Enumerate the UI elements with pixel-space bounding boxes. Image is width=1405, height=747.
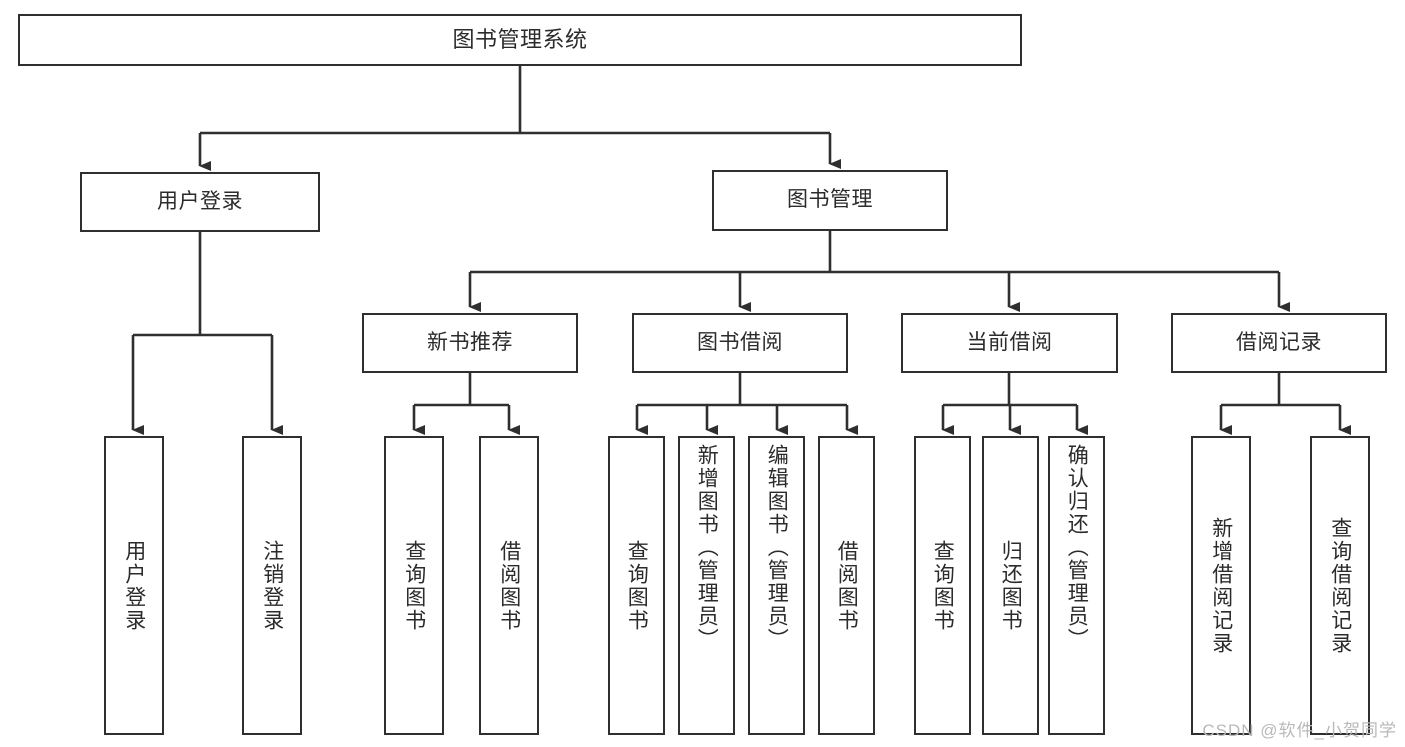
node-current-borrow[interactable]: 当前借阅 <box>901 313 1118 373</box>
node-leaf-return-book[interactable]: 归还图书 <box>982 436 1039 735</box>
node-leaf-edit-book[interactable]: 编辑图书（管理员） <box>748 436 805 735</box>
node-leaf-logout-login[interactable]: 注销登录 <box>242 436 302 735</box>
watermark: CSDN @软件_小贺同学 <box>1202 721 1397 740</box>
node-root[interactable]: 图书管理系统 <box>18 14 1022 66</box>
node-leaf-add-book-label: 新增图书（管理员） <box>695 444 719 651</box>
node-leaf-query-book-rec[interactable]: 查询图书 <box>384 436 444 735</box>
node-leaf-borrow-book-rec-label: 借阅图书 <box>497 539 521 632</box>
node-leaf-query-record-label: 查询借阅记录 <box>1328 516 1352 655</box>
node-leaf-query-book[interactable]: 查询图书 <box>608 436 665 735</box>
node-user-login[interactable]: 用户登录 <box>80 172 320 232</box>
node-book-borrow-label: 图书借阅 <box>697 330 783 354</box>
node-user-login-label: 用户登录 <box>157 189 243 213</box>
node-leaf-edit-book-label: 编辑图书（管理员） <box>765 444 789 651</box>
node-leaf-borrow-book-label: 借阅图书 <box>835 539 859 632</box>
node-leaf-add-book[interactable]: 新增图书（管理员） <box>678 436 735 735</box>
node-borrow-record[interactable]: 借阅记录 <box>1171 313 1387 373</box>
node-leaf-confirm-return[interactable]: 确认归还（管理员） <box>1048 436 1105 735</box>
node-leaf-query-record[interactable]: 查询借阅记录 <box>1310 436 1370 735</box>
node-root-label: 图书管理系统 <box>452 27 588 53</box>
node-borrow-record-label: 借阅记录 <box>1236 330 1322 354</box>
node-leaf-borrow-book[interactable]: 借阅图书 <box>818 436 875 735</box>
node-leaf-query-book-rec-label: 查询图书 <box>402 539 426 632</box>
node-leaf-add-record[interactable]: 新增借阅记录 <box>1191 436 1251 735</box>
node-new-book-rec-label: 新书推荐 <box>427 330 513 354</box>
node-leaf-add-record-label: 新增借阅记录 <box>1209 516 1233 655</box>
node-new-book-rec[interactable]: 新书推荐 <box>362 313 578 373</box>
node-leaf-logout-login-label: 注销登录 <box>260 539 284 632</box>
node-leaf-confirm-return-label: 确认归还（管理员） <box>1065 444 1089 651</box>
node-leaf-borrow-book-rec[interactable]: 借阅图书 <box>479 436 539 735</box>
node-leaf-query-book-cur[interactable]: 查询图书 <box>914 436 971 735</box>
node-current-borrow-label: 当前借阅 <box>966 330 1053 354</box>
node-leaf-user-login-label: 用户登录 <box>122 539 146 632</box>
node-book-borrow[interactable]: 图书借阅 <box>632 313 848 373</box>
node-leaf-query-book-cur-label: 查询图书 <box>931 539 955 632</box>
node-leaf-return-book-label: 归还图书 <box>999 539 1023 632</box>
node-leaf-query-book-label: 查询图书 <box>625 539 649 632</box>
node-leaf-user-login[interactable]: 用户登录 <box>104 436 164 735</box>
node-book-manage-label: 图书管理 <box>787 188 873 212</box>
node-book-manage[interactable]: 图书管理 <box>712 170 948 231</box>
